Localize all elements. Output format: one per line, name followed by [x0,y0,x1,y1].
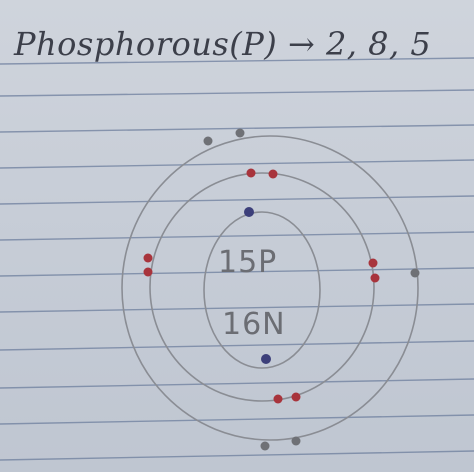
ruled-line [0,303,474,313]
ruled-line [0,159,474,169]
electron-dot [273,394,283,404]
electron-dot [261,354,271,364]
title-text: Phosphorous(P) → 2, 8, 5 [13,25,431,63]
electron-dot [143,267,153,277]
nucleus-neutrons-label: 16N [222,307,286,342]
ruled-line [0,414,474,425]
nucleus-protons-label: 15P [218,245,277,280]
ruled-line [0,378,474,389]
ruled-line [0,124,474,133]
middle-shell [149,172,375,402]
electron-dot [368,258,378,268]
ruled-line [0,57,474,65]
ruled-line [0,450,474,461]
ruled-line [0,195,474,205]
electron-dot [235,128,245,138]
electron-dot [370,273,380,283]
inner-shell [203,211,321,369]
electron-dot [291,436,301,446]
ruled-lines [0,57,474,461]
electron-dot [143,253,153,263]
middle-shell-electrons [143,168,380,404]
ruled-line [0,89,474,97]
ruled-line [0,340,474,351]
electron-dot [291,392,301,402]
electron-dot [203,136,213,146]
inner-shell-electrons [244,207,271,364]
outer-shell [121,135,419,441]
ruled-line [0,231,474,241]
electron-dot [410,268,420,278]
electron-dot [268,169,278,179]
ruled-line [0,267,474,277]
electron-dot [246,168,256,178]
electron-shells [121,135,419,441]
electron-dot [244,207,254,217]
outer-shell-electrons [203,128,420,451]
electron-dot [260,441,270,451]
